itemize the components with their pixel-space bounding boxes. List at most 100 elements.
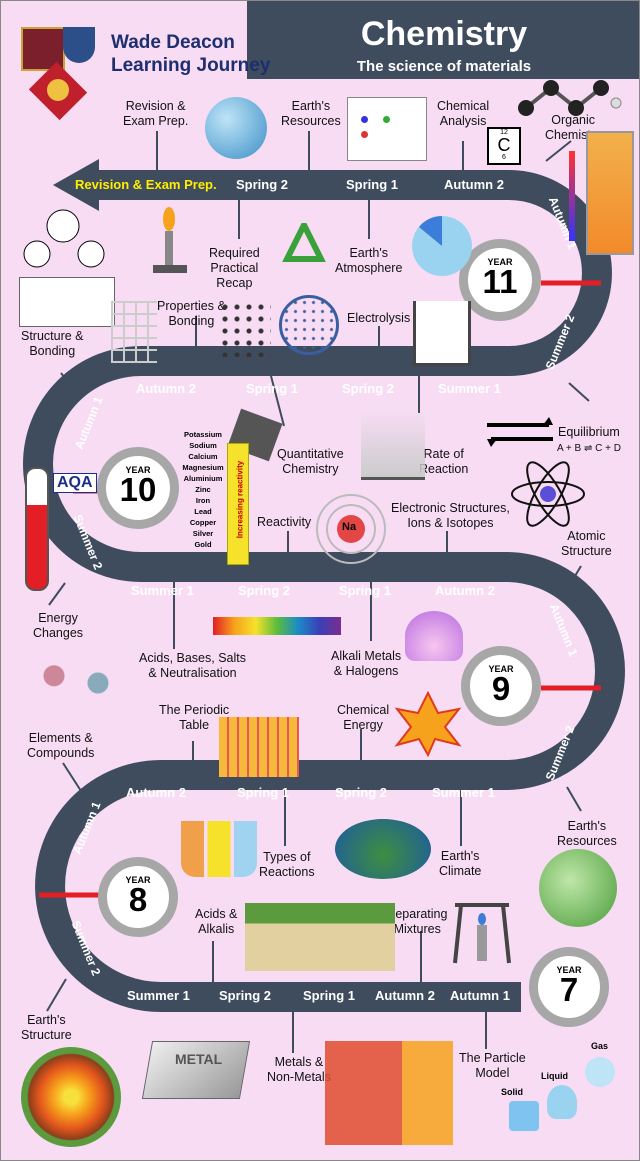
- topic-atmosphere: Earth's Atmosphere: [335, 246, 403, 275]
- bunsen-burner-icon: [153, 207, 187, 273]
- reactivity-arrow-label: Increasing reactivity: [235, 460, 245, 539]
- topic-particle-model: The Particle Model: [459, 1051, 526, 1080]
- chromatogram-spot-blue: [361, 116, 368, 123]
- title-banner: Chemistry The science of materials: [247, 1, 639, 79]
- atmosphere-pie-icon: [412, 216, 472, 276]
- topic-earths-resources-y11: Earth's Resources: [281, 99, 341, 128]
- road-r4-summer1: Summer 1: [432, 785, 495, 800]
- road-r2-spring2: Spring 2: [342, 381, 395, 396]
- road-r3-spring1: Spring 1: [339, 583, 392, 598]
- topic-quantitative: Quantitative Chemistry: [277, 447, 344, 476]
- road-r2-spring1: Spring 1: [246, 381, 299, 396]
- giant-covalent-icon: [219, 301, 271, 357]
- school-shield-icon: [63, 27, 95, 63]
- thermometer-scale-icon: [569, 151, 575, 241]
- sodium-symbol: Na: [342, 521, 357, 533]
- school-line-1: Wade Deacon: [111, 32, 235, 53]
- road-r5-spring2: Spring 2: [219, 988, 272, 1003]
- globe-tap-icon: [205, 97, 267, 159]
- metals-scientist-icon: [325, 1041, 453, 1145]
- school-badge-emblem-icon: [47, 79, 69, 101]
- equilibrium-arrows-icon: [487, 417, 553, 447]
- school-name: Wade Deacon Learning Journey: [111, 31, 270, 77]
- ionic-structure-icon: [19, 277, 115, 327]
- topic-properties-bonding: Properties & Bonding: [157, 299, 226, 328]
- chromatogram-icon: [347, 97, 427, 161]
- states-of-matter-icon: Solid Liquid Gas: [501, 1041, 619, 1141]
- reactivity-arrow-icon: [227, 443, 249, 565]
- page-subtitle: The science of materials: [356, 58, 532, 75]
- ph-scale-icon: [213, 617, 341, 635]
- mixtures-stall-icon: [245, 903, 395, 971]
- metal-bar-label: METAL: [175, 1051, 223, 1067]
- year-9-badge: YEAR 9: [461, 646, 541, 726]
- topic-energy-changes: Energy Changes: [33, 611, 84, 640]
- water-molecule-icon: [23, 209, 105, 268]
- sodium-atom-icon: [316, 494, 386, 564]
- year-8-badge: YEAR 8: [98, 857, 178, 937]
- topic-elements-compounds: Elements & Compounds: [27, 731, 95, 760]
- carbon-element-icon: 12 C 6: [487, 127, 521, 165]
- chromatogram-spot-green: [383, 116, 390, 123]
- topic-earths-climate: Earth's Climate: [439, 849, 482, 878]
- road-r5-summer1: Summer 1: [127, 988, 190, 1003]
- road-r2-autumn2: Autumn 2: [136, 381, 196, 396]
- topic-types-reactions: Types of Reactions: [259, 850, 315, 879]
- state-gas: Gas: [591, 1041, 609, 1051]
- topic-revision: Revision & Exam Prep.: [123, 99, 189, 128]
- road-r3-autumn2: Autumn 2: [435, 583, 495, 598]
- road-r5-autumn2: Autumn 2: [375, 988, 435, 1003]
- road-r5-autumn1: Autumn 1: [450, 988, 510, 1003]
- road-r5-spring1: Spring 1: [303, 988, 356, 1003]
- topic-acids-alkalis: Acids & Alkalis: [195, 907, 238, 936]
- topic-structure-bonding: Structure & Bonding: [21, 329, 84, 358]
- page-title: Chemistry: [360, 15, 528, 53]
- aqa-logo: AQA: [53, 473, 97, 493]
- road-r4-spring2: Spring 2: [335, 785, 388, 800]
- year-7-badge: YEAR 7: [529, 947, 609, 1027]
- start-label: Revision & Exam Prep.: [75, 177, 217, 192]
- road-r1-autumn2: Autumn 2: [444, 177, 504, 192]
- road-r3-spring2: Spring 2: [238, 583, 291, 598]
- lattice-icon: [111, 301, 157, 363]
- thermometer-icon: [25, 467, 49, 591]
- topic-electronic: Electronic Structures, Ions & Isotopes: [391, 501, 510, 530]
- topic-earths-resources-y7: Earth's Resources: [557, 819, 617, 848]
- topic-separating: Separating Mixtures: [387, 907, 448, 936]
- road-r2-summer1: Summer 1: [438, 381, 501, 396]
- topic-equilibrium: Equilibrium: [558, 425, 620, 439]
- school-line-2: Learning Journey: [111, 55, 271, 76]
- topic-atomic: Atomic Structure: [561, 529, 612, 558]
- state-liquid: Liquid: [541, 1071, 568, 1081]
- topic-chemical-analysis: Chemical Analysis: [437, 99, 490, 128]
- climate-earth-icon: [335, 819, 431, 879]
- reactivity-series-list: Potassium Sodium Calcium Magnesium Alumi…: [182, 430, 224, 549]
- year-11-badge: YEAR 11: [459, 239, 541, 321]
- evaporating-tripod-icon: [453, 903, 511, 964]
- explosion-icon: [394, 691, 462, 757]
- road-r4-autumn2: Autumn 2: [126, 785, 186, 800]
- topic-periodic-table: The Periodic Table: [159, 703, 230, 732]
- rate-experiment-icon: [361, 411, 425, 480]
- molecule-icon: [518, 80, 622, 116]
- topic-required-practical: Required Practical Recap: [209, 246, 260, 290]
- atom-icon: [511, 461, 585, 527]
- road-r4-spring1: Spring 1: [237, 785, 290, 800]
- topic-alkali-metals: Alkali Metals & Halogens: [331, 649, 402, 678]
- earth-structure-icon: [21, 1047, 121, 1147]
- fullerene-icon: [279, 295, 339, 355]
- chromatogram-spot-red: [361, 131, 368, 138]
- topic-metals-nonmetals: Metals & Non-Metals: [267, 1055, 331, 1084]
- elements-children-icon: [21, 647, 131, 719]
- road-r1-spring1: Spring 1: [346, 177, 399, 192]
- road-r3-summer1: Summer 1: [131, 583, 194, 598]
- metal-bars-icon: [141, 1041, 251, 1099]
- resources-globe-icon: [539, 849, 617, 927]
- electrolysis-cell-icon: [413, 301, 471, 366]
- fractional-column-icon: [586, 131, 634, 255]
- reaction-flasks-icon: [181, 821, 257, 877]
- year-10-badge: YEAR 10: [97, 447, 179, 529]
- topic-rate: Rate of Reaction: [419, 447, 469, 476]
